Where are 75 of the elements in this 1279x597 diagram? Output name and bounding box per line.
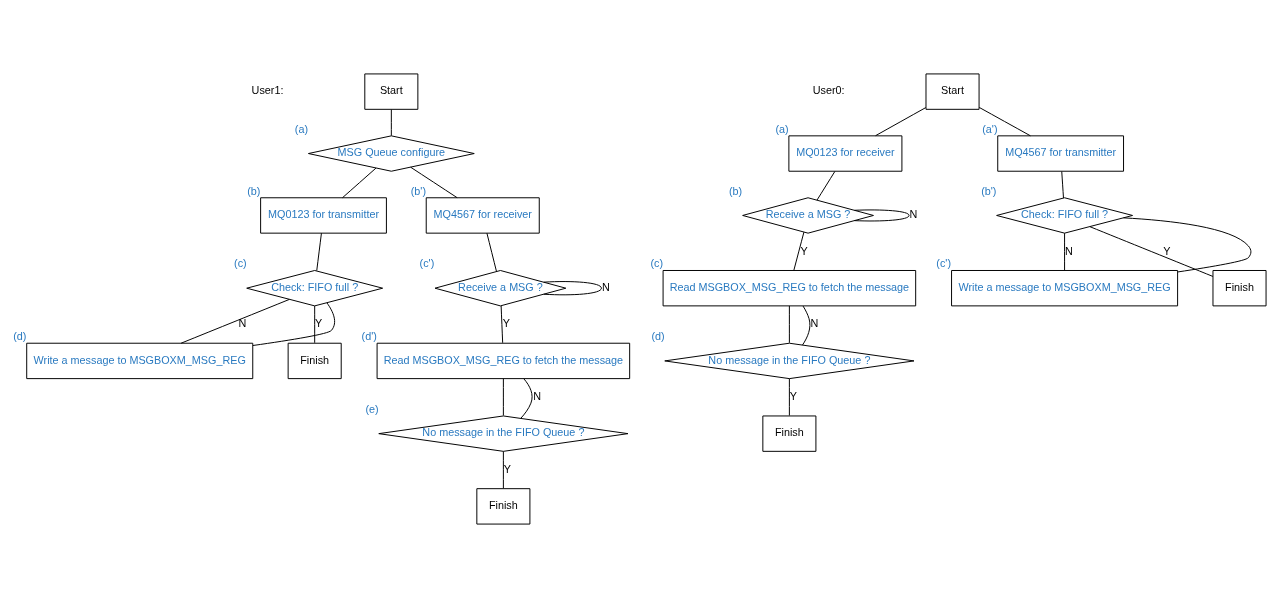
edge-label: Y — [502, 316, 510, 329]
edge-label: N — [601, 280, 610, 293]
node-box: MQ4567 for transmitter — [997, 134, 1125, 172]
connector — [1123, 216, 1252, 272]
node-box: MQ0123 for receiver — [788, 134, 903, 172]
edge-label: Y — [1163, 244, 1171, 257]
connector — [543, 280, 602, 295]
connector — [342, 167, 377, 198]
node-diamond: No message in the FIFO Queue ? — [378, 414, 629, 452]
connector — [801, 305, 811, 346]
connector — [314, 304, 316, 343]
node-box: Write a message to MSGBOXM_MSG_REG — [26, 342, 254, 379]
node-label: (b') — [410, 184, 426, 197]
label: User1: — [251, 83, 284, 96]
connector — [875, 106, 927, 136]
edge-label: Y — [800, 244, 808, 257]
node-box: Start — [925, 72, 980, 110]
connector — [1064, 232, 1066, 271]
connector — [854, 208, 910, 221]
node-box: Write a message to MSGBOXM_MSG_REG — [951, 269, 1179, 306]
edge-label: N — [238, 316, 247, 329]
node-diamond: Check: FIFO full ? — [996, 196, 1134, 234]
node-box: MQ0123 for transmitter — [260, 196, 387, 234]
connector — [788, 377, 790, 416]
node-box: Finish — [1212, 269, 1267, 306]
edge-label: N — [810, 316, 819, 329]
connector — [316, 232, 322, 271]
node-label: (b) — [728, 184, 743, 197]
node-box: MQ4567 for receiver — [425, 196, 540, 234]
connector — [520, 377, 533, 419]
connector — [500, 304, 504, 343]
node-label: (a) — [775, 122, 789, 135]
node-box: Read MSGBOX_MSG_REG to fetch the message — [662, 269, 917, 306]
edge-label: N — [533, 389, 542, 402]
connector — [1089, 225, 1214, 277]
node-label: (c') — [419, 256, 435, 269]
node-label: (b') — [981, 184, 997, 197]
node-label: (c') — [936, 256, 952, 269]
node-box: Read MSGBOX_MSG_REG to fetch the message — [376, 342, 631, 379]
edge-label: N — [1065, 244, 1073, 257]
connector — [390, 108, 392, 136]
connector — [978, 106, 1031, 136]
connector — [252, 302, 336, 346]
connector — [793, 231, 805, 271]
connector — [486, 232, 497, 272]
node-box: Finish — [476, 487, 531, 525]
connector — [502, 450, 504, 489]
node-label: (a) — [294, 122, 309, 135]
edge-label: N — [909, 207, 918, 220]
node-label: (d') — [361, 329, 377, 342]
connector — [816, 170, 836, 201]
node-diamond: Receive a MSG ? — [742, 196, 874, 234]
node-label: (a') — [982, 122, 998, 135]
node-diamond: MSG Queue configure — [307, 134, 475, 172]
connector — [180, 298, 290, 344]
node-box: Finish — [762, 414, 817, 452]
node-label: (e) — [365, 402, 379, 415]
node-box: Finish — [287, 342, 342, 379]
edge-label: Y — [503, 462, 511, 475]
connector — [410, 166, 458, 198]
label: User0: — [812, 83, 845, 96]
connector — [502, 377, 504, 416]
node-diamond: Receive a MSG ? — [434, 269, 567, 306]
node-label: (c) — [650, 256, 663, 269]
connector — [788, 304, 790, 343]
node-diamond: No message in the FIFO Queue ? — [664, 342, 915, 379]
node-label: (b) — [247, 184, 261, 197]
node-diamond: Check: FIFO full ? — [246, 269, 384, 306]
edge-label: Y — [789, 389, 797, 402]
node-label: (d) — [13, 329, 27, 342]
node-label: (d) — [651, 329, 665, 342]
edge-label: Y — [315, 316, 323, 329]
node-box: Start — [364, 72, 419, 110]
connector — [1061, 170, 1064, 198]
node-label: (c) — [234, 256, 247, 269]
